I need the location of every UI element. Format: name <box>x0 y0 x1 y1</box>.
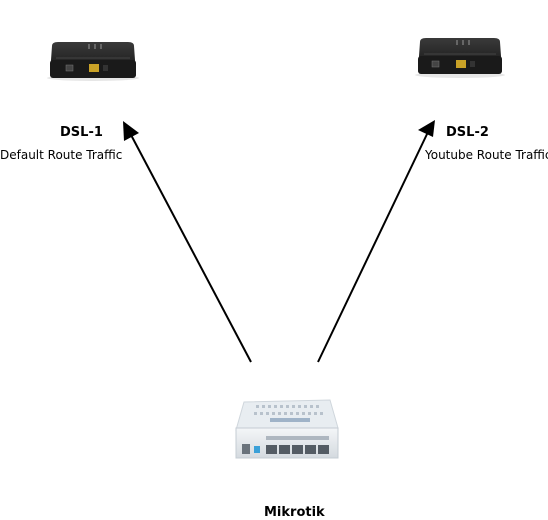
connector-arrow-dsl2 <box>317 120 435 363</box>
mikrotik-router-icon <box>235 399 339 459</box>
dsl2-description: Youtube Route Traffic <box>425 148 548 162</box>
mikrotik-label: Mikrotik <box>264 505 325 520</box>
dsl1-label: DSL-1 <box>60 125 103 140</box>
dsl1-description: Default Route Traffic <box>0 148 123 162</box>
dsl2-modem-icon <box>415 38 505 78</box>
dsl2-label: DSL-2 <box>446 125 489 140</box>
dsl1-modem-icon <box>47 42 139 81</box>
connector-arrow-dsl1 <box>123 121 252 363</box>
